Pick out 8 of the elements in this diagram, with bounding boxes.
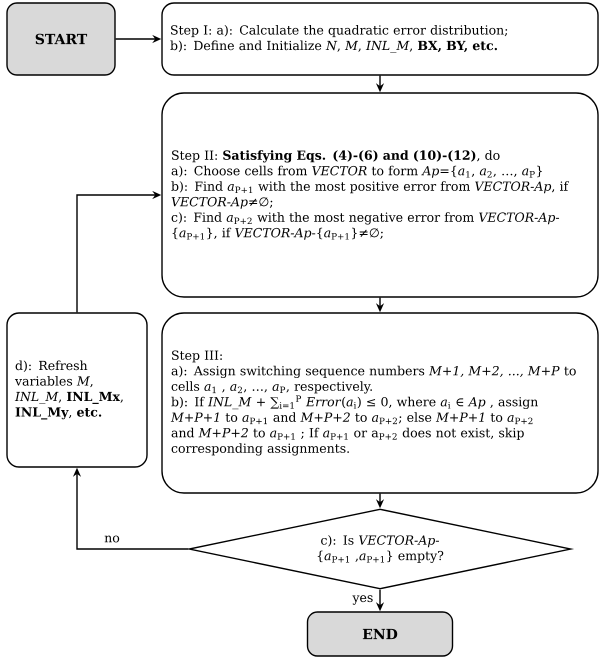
process-box: Step II: Satisfying Eqs. (4)-(6) and (10)-(12), do a): Choose cells from VECTOR to form Ap={a$_{1}$, a$_{2}$, …, a$_{P}$} b): Find a$_{P+1}$ with the most positive error from VECTOR-Ap, if VECTOR-Ap≠∅; c): Find a$_{P+2}$ with the most negative error from VECTOR-Ap-{a$_{P+1}$}, if VECTOR-Ap-{a$_{P+1}$}≠∅;: [161, 92, 599, 298]
start-box: START: [6, 2, 116, 76]
end-box: END: [306, 611, 454, 657]
edge-label: yes: [351, 594, 374, 606]
edge-label: no: [103, 534, 121, 544]
process-box: Step I: a): Calculate the quadratic error distribution; b): Define and Initialize N, M, INL_M, BX, BY, etc.: [161, 2, 599, 76]
process-box: d): Refresh variables M, INL_M, INL_Mx, INL_My, etc.: [6, 312, 148, 468]
process-box: Step III: a): Assign switching sequence numbers M+1, M+2, ..., M+P to cells a$_{1}$ , a$_{2}$, …, a$_{P}$, respectively. b): If INL_M + ∑$_{i=1}$$^{P}$ Error(a$_{i}$) ≤ 0, where a$_{i}$ ∈ Ap , assign M+P+1 to a$_{P+1}$ and M+P+2 to a$_{P+2}$; else M+P+1 to a$_{P+2}$ and M+P+2 to a$_{P+1}$ ; If a$_{P+1}$ or a$_{P+2}$ does not exist, skip corresponding assignments.: [161, 312, 599, 494]
